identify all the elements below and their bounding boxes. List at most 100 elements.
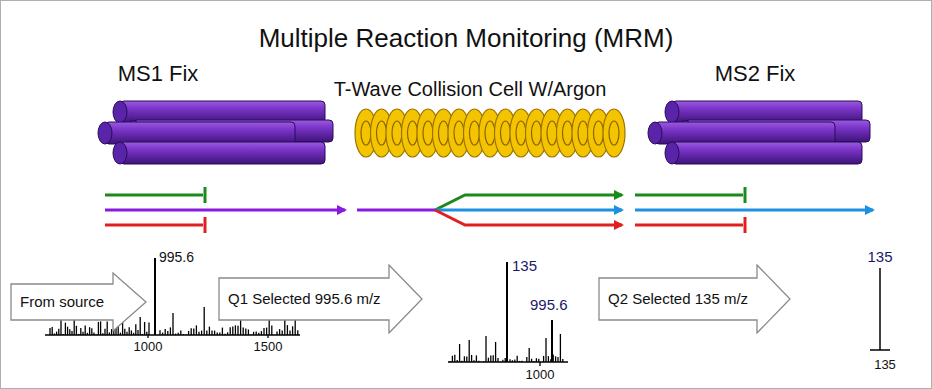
spectrum-peak [529,348,530,362]
spectrum-peak [490,355,491,362]
spectrum-peak [85,326,86,335]
spectrum-peak [271,325,272,335]
spectrum-peak [545,338,546,362]
stage-label: T-Wave Collision Cell W/Argon [334,78,607,100]
spectrum-peak [248,330,249,336]
spectrum-peak [185,334,186,336]
spectrum-peak [133,333,134,335]
spectrum-peak [266,328,267,335]
collision-ring-hole [547,121,557,145]
spectrum-peak [148,323,149,335]
spectrum-peak [56,332,57,335]
spectrum-peak [292,326,293,335]
spectrum-peak [196,325,197,335]
spectrum-peak [560,334,561,362]
collision-cell-rings [355,109,625,157]
collision-ring-hole [578,121,588,145]
spectrum-peak [466,356,467,362]
spectrum-peak [131,330,132,335]
spectrum-peak [550,359,551,362]
spectrum-peak [476,355,477,362]
arrow-text: Q1 Selected 995.6 m/z [228,291,381,308]
spectrum-peak [204,307,205,335]
spectrum-peak [162,333,163,335]
spectrum-peak [287,325,288,335]
spectrum-peak [526,357,527,362]
spectrum-peak [120,333,121,335]
spectrum-peak [493,355,494,362]
collision-ring-hole [501,121,511,145]
spectrum-peak [180,331,181,336]
collision-ring-hole [594,121,604,145]
axis-label: 1000 [526,368,555,382]
spectrum-peak [543,356,544,362]
collision-ring-hole [423,121,433,145]
collision-ring-hole [532,121,542,145]
spectrum-peak [495,342,496,362]
spectrum-peak [521,361,522,362]
spectrum-peak [562,359,563,362]
spectrum-peak [217,332,218,335]
spectrum-peak [172,313,173,335]
spectrum-peak [211,331,212,336]
spectrum-peak [69,329,70,335]
spectrum-peak [209,327,210,335]
arrow-text: Q2 Selected 135 m/z [608,291,748,308]
spectrum-peak [170,327,171,335]
spectrum-peak [481,361,482,363]
spectrum-peak [297,330,298,335]
spectrum-peak [536,358,537,362]
spectrum-peak [452,356,453,362]
spectrum-peak [533,360,534,362]
spectrum-peak [129,327,130,335]
spectrum-peak [52,327,53,335]
spectrum-peak [274,334,275,335]
spectrum-peak [514,360,515,362]
spectrum-peak [49,328,50,335]
collision-ring-hole [377,121,387,145]
quadrupole-ms2 [648,101,870,164]
axis-label: 135 [874,358,896,372]
spectrum-peak [235,325,236,335]
arrow-shape [599,265,790,333]
collision-ring-hole [516,121,526,145]
spectrum-peak [509,359,510,362]
spectrum-peak [548,356,549,362]
spectrum-peak [178,333,179,335]
spectrum-peak [279,329,280,335]
spectrum-peak [76,326,77,335]
peak-label: 995.6 [530,297,568,314]
spectrum-peak [167,331,168,335]
spectrum-peak [485,336,486,362]
spectrum-peak [541,361,542,362]
spectrum-peak [227,332,228,335]
spectrum-peak [191,328,192,335]
stage-label: MS2 Fix [715,62,796,86]
spectrum-peak [159,330,160,335]
diagram-title: Multiple Reaction Monitoring (MRM) [259,24,674,53]
spectrum-peak [222,328,223,335]
process-arrow: Q2 Selected 135 m/z [598,264,791,334]
spectrum-peak [89,327,90,335]
spectrum-peak [91,328,92,335]
spectrum-peak [193,329,194,336]
peak-label: 995.6 [159,250,194,265]
spectrum-peak [555,356,556,362]
collision-ring-hole [485,121,495,145]
spectrum-peak [459,344,460,362]
spectrum-peak [206,331,207,335]
spectrum-peak [531,359,532,362]
axis-label: 1500 [254,340,283,354]
spectrum-peak [256,331,257,335]
arrow-shape [219,265,422,333]
spectrum-product [870,268,890,350]
collision-ring-hole [454,121,464,145]
spectrum-peak [188,331,189,335]
collision-ring-hole [439,121,449,145]
stage-label: MS1 Fix [118,62,199,86]
spectrum-peak [473,360,474,362]
spectrum-peak [93,333,94,336]
spectrum-peak [500,361,501,363]
spectrum-peak [137,330,138,335]
spectrum-peak [135,324,136,335]
